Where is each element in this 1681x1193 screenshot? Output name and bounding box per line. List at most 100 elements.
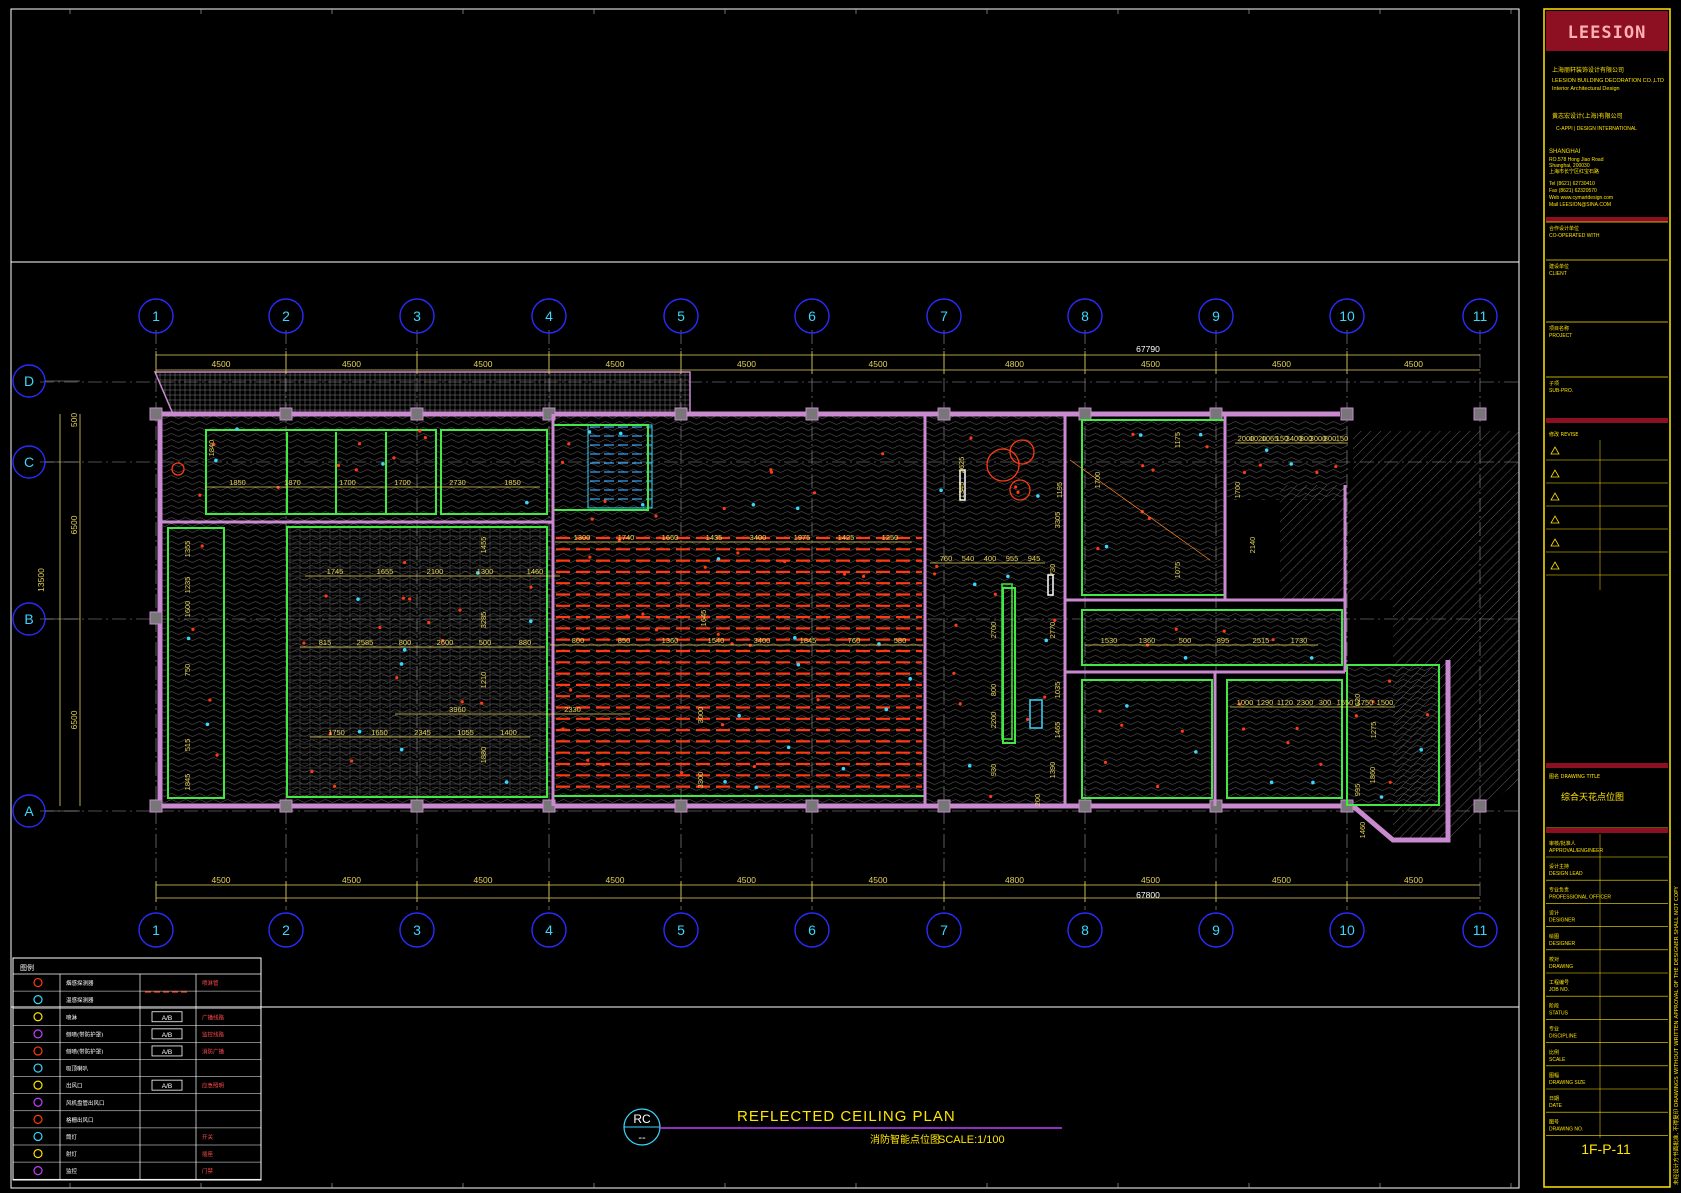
ceiling-area-east: [925, 414, 1065, 806]
svg-text:2300: 2300: [1297, 698, 1314, 707]
svg-text:1460: 1460: [1358, 822, 1367, 839]
grid-bubble-10-top: 10: [1329, 298, 1365, 334]
svg-text:4500: 4500: [737, 875, 756, 885]
svg-text:JOB NO.: JOB NO.: [1549, 987, 1569, 993]
svg-text:800: 800: [1300, 434, 1313, 443]
tel: Tel (8621) 62730410: [1549, 181, 1595, 187]
svg-text:4500: 4500: [606, 359, 625, 369]
svg-text:2100: 2100: [427, 567, 444, 576]
svg-text:1850: 1850: [229, 478, 246, 487]
svg-text:1700: 1700: [1233, 482, 1242, 499]
svg-text:校对: 校对: [1549, 956, 1559, 963]
grid-bubble-1-top: 1: [138, 298, 174, 334]
svg-text:1235: 1235: [183, 577, 192, 594]
svg-text:1195: 1195: [1055, 482, 1064, 498]
svg-text:合作设计单位: 合作设计单位: [1549, 225, 1579, 232]
round-fixtures: [171, 439, 1211, 561]
svg-text:1550: 1550: [1337, 698, 1354, 707]
rc-tag-bottom: --: [638, 1132, 646, 1144]
legend-label-2: 喷淋管: [202, 979, 219, 987]
svg-text:阶段: 阶段: [1549, 1002, 1559, 1009]
svg-text:3: 3: [413, 308, 421, 324]
grid-bubble-D: D: [12, 364, 80, 398]
svg-text:1975: 1975: [794, 533, 811, 542]
drawing-subtitle: 消防智能点位图: [870, 1133, 940, 1146]
exterior-walls: [157, 411, 1451, 843]
dimension-text: 4500450045004500450045004500450045004500…: [36, 344, 1423, 900]
revision-triangle-icon: [1550, 515, 1560, 524]
svg-text:1120: 1120: [1277, 698, 1293, 707]
svg-text:4800: 4800: [1005, 359, 1024, 369]
svg-text:D: D: [24, 373, 34, 389]
svg-text:2: 2: [282, 922, 290, 938]
svg-text:2625: 2625: [957, 457, 966, 474]
partner-en: C-APPI | DESIGN INTERNATIONAL: [1556, 126, 1637, 132]
legend-label-2: 应急照明: [202, 1082, 225, 1090]
svg-text:880: 880: [519, 638, 532, 647]
svg-text:3000: 3000: [696, 707, 705, 724]
svg-text:1: 1: [152, 308, 160, 324]
red-fixtures: [191, 429, 1430, 799]
grid-bubble-7-bottom: 7: [926, 912, 962, 948]
svg-text:1880: 1880: [479, 747, 488, 764]
company-en2: Interior Architectural Design: [1552, 86, 1620, 92]
legend-label: 侧喷(带防护罩): [66, 1047, 103, 1055]
exterior-hatch-area: [1280, 431, 1519, 840]
grid-bubble-9-bottom: 9: [1198, 912, 1234, 948]
svg-text:3305: 3305: [1053, 512, 1062, 529]
legend-symbol-icon: [33, 1012, 43, 1022]
legend-symbol-icon: [33, 1114, 43, 1124]
svg-text:2730: 2730: [449, 478, 466, 487]
svg-text:子项: 子项: [1549, 380, 1559, 387]
svg-text:3400: 3400: [1286, 434, 1303, 443]
dimension-lines: [59, 351, 1480, 902]
svg-text:2515: 2515: [1253, 636, 1270, 645]
svg-text:8: 8: [1081, 922, 1089, 938]
svg-text:1035: 1035: [1053, 682, 1062, 699]
svg-text:800: 800: [989, 684, 998, 697]
svg-text:955: 955: [1006, 554, 1019, 563]
address-line-1: RO.578 Hong Jiao Road: [1549, 157, 1604, 163]
svg-text:DATE: DATE: [1549, 1103, 1563, 1109]
svg-text:760: 760: [940, 554, 953, 563]
svg-text:4500: 4500: [342, 875, 361, 885]
svg-text:1460: 1460: [527, 567, 544, 576]
rc-tag-top: RC: [633, 1112, 651, 1126]
legend-label: 吸顶喇叭: [66, 1065, 89, 1073]
svg-text:1355: 1355: [183, 541, 192, 558]
room-east-e: [1227, 680, 1342, 798]
interior-walls: [160, 414, 1347, 806]
svg-text:500: 500: [1179, 636, 1192, 645]
svg-text:3285: 3285: [479, 612, 488, 629]
svg-text:1075: 1075: [1173, 562, 1182, 579]
revision-triangle-icon: [1550, 469, 1560, 478]
svg-text:10: 10: [1339, 922, 1355, 938]
svg-text:1750: 1750: [328, 728, 345, 737]
grid-bubble-6-bottom: 6: [794, 912, 830, 948]
legend-label: 射灯: [66, 1150, 78, 1158]
company-en: LEESION BUILDING DECORATION CO.,LTD: [1552, 78, 1664, 84]
legend-symbol-icon: [33, 1080, 43, 1090]
svg-text:C: C: [24, 454, 34, 470]
grid-bubble-B: B: [12, 602, 80, 636]
svg-text:760: 760: [848, 636, 861, 645]
room-east-c: [1082, 680, 1212, 798]
drawing-title-value: 综合天花点位图: [1561, 791, 1624, 803]
legend-symbol-icon: [33, 1166, 43, 1176]
svg-text:4500: 4500: [869, 359, 888, 369]
svg-text:项目名称: 项目名称: [1549, 325, 1569, 332]
svg-text:1400: 1400: [500, 728, 517, 737]
legend-symbol-icon: [33, 995, 43, 1005]
svg-text:1700: 1700: [394, 478, 411, 487]
svg-text:750: 750: [183, 664, 192, 677]
svg-text:2: 2: [282, 308, 290, 324]
legend-label: 喷淋: [66, 1013, 78, 1021]
grid-bubble-1-bottom: 1: [138, 912, 174, 948]
legend-symbol-icon: [33, 977, 43, 988]
svg-text:4500: 4500: [1141, 359, 1160, 369]
svg-text:6500: 6500: [69, 710, 79, 729]
grid-bubble-11-bottom: 11: [1462, 912, 1498, 948]
svg-text:500: 500: [69, 413, 79, 427]
svg-text:1540: 1540: [708, 636, 725, 645]
svg-text:500: 500: [479, 638, 492, 647]
